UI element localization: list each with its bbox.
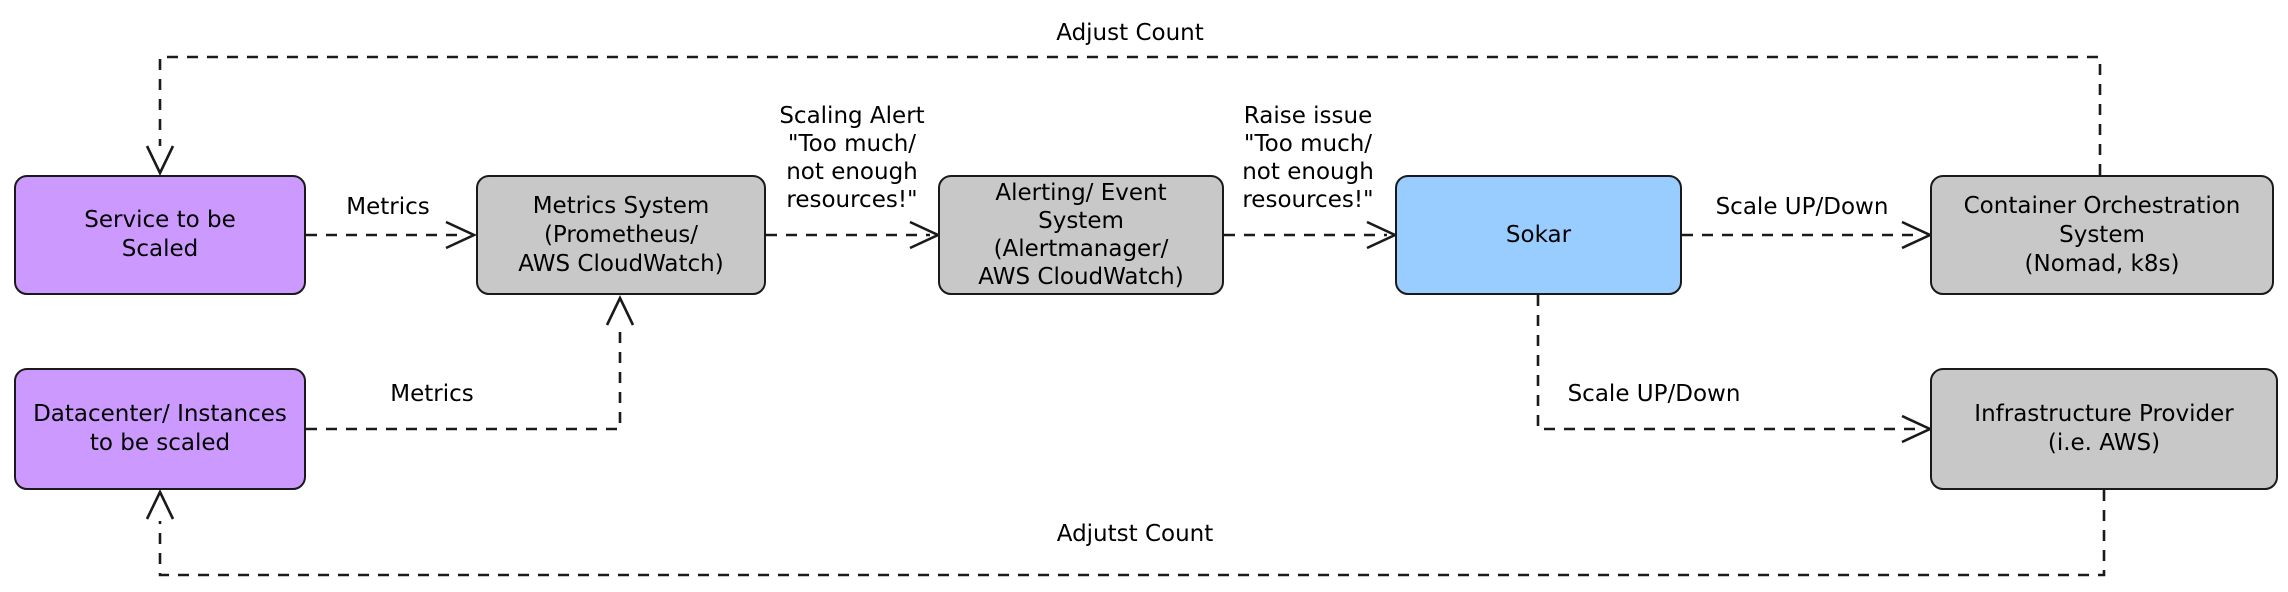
node-container-orchestration-system: Container Orchestration System (Nomad, k…: [1930, 175, 2274, 295]
arrowhead-metrics-service: [445, 220, 478, 250]
edge-scale-infrastructure: [1536, 295, 1922, 431]
node-service-to-be-scaled: Service to be Scaled: [14, 175, 306, 295]
label-raise-issue: Raise issue "Too much/ not enough resour…: [1242, 103, 1374, 213]
node-metrics-system: Metrics System (Prometheus/ AWS CloudWat…: [476, 175, 766, 295]
label-adjust-count-bottom: Adjutst Count: [1056, 521, 1214, 547]
node-datacenter-instances: Datacenter/ Instances to be scaled: [14, 368, 306, 490]
arrowhead-adjust-count-bottom: [145, 489, 175, 520]
node-alerting-event-system: Alerting/ Event System (Alertmanager/ AW…: [938, 175, 1224, 295]
node-sokar: Sokar: [1395, 175, 1682, 295]
edge-adjust-count-bottom: [158, 490, 2106, 577]
label-scaling-alert: Scaling Alert "Too much/ not enough reso…: [779, 103, 925, 213]
label-scale-up-down-top: Scale UP/Down: [1715, 194, 1889, 220]
arrowhead-metrics-datacenter: [605, 295, 635, 326]
label-scale-up-down-bottom: Scale UP/Down: [1567, 381, 1741, 407]
arrowhead-adjust-count-top: [145, 145, 175, 176]
label-adjust-count-top: Adjust Count: [1056, 20, 1204, 46]
label-metrics-datacenter: Metrics: [390, 381, 474, 407]
edge-metrics-datacenter: [306, 325, 622, 431]
edge-adjust-count-top: [158, 55, 2102, 175]
node-infrastructure-provider: Infrastructure Provider (i.e. AWS): [1930, 368, 2278, 490]
label-metrics-service: Metrics: [346, 194, 430, 220]
